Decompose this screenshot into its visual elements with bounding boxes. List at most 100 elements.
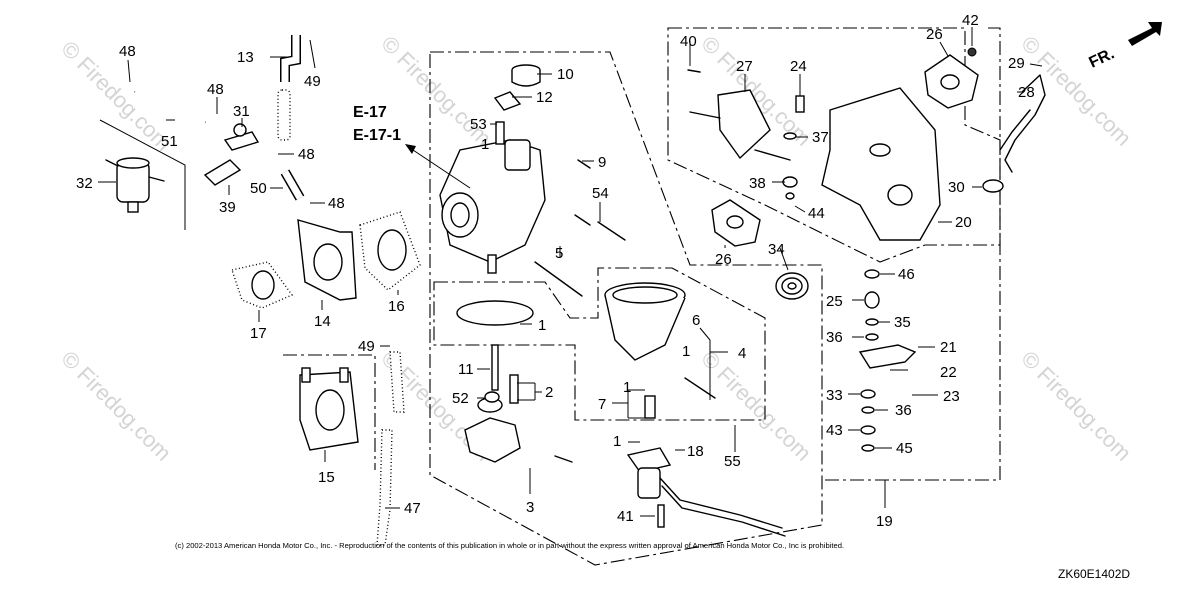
callout-number: 24 — [790, 58, 807, 75]
fuel-valve-31 — [203, 123, 260, 186]
callout-number: 10 — [557, 66, 574, 83]
callout-number: 49 — [358, 338, 375, 355]
reference-label: E-17-1 — [353, 127, 401, 144]
watermark-text: © Firedog.com — [696, 346, 816, 466]
callout-number: 14 — [314, 313, 331, 330]
reference-label: E-17 — [353, 104, 387, 121]
callout-number: 36 — [826, 329, 843, 346]
front-arrow-icon — [1128, 22, 1162, 46]
watermark-text: © Firedog.com — [56, 346, 176, 466]
callout-number: 51 — [161, 133, 178, 150]
fuel-filter — [105, 157, 165, 213]
callout-numbers: 1 1 1 1 1 2 3 4 5 6 7 9 10 11 12 13 14 1… — [76, 12, 1035, 530]
gasket-16 — [359, 211, 421, 291]
callout-number: 15 — [318, 469, 335, 486]
callout-number: 25 — [826, 293, 843, 310]
breather-tube-13 — [277, 35, 301, 141]
intake-group-bracket — [99, 119, 186, 230]
callout-number: 9 — [598, 154, 606, 171]
callout-number: 41 — [617, 508, 634, 525]
gasket-15 — [299, 367, 359, 451]
callout-number: 46 — [898, 266, 915, 283]
callout-number: 39 — [219, 199, 236, 216]
callout-number: 26 — [715, 251, 732, 268]
callout-number: 52 — [452, 390, 469, 407]
callout-number: 48 — [119, 43, 136, 60]
callout-number: 1 — [682, 343, 690, 360]
fuel-cut-solenoid-18 — [626, 447, 786, 537]
callout-number: 55 — [724, 453, 741, 470]
callout-number: 3 — [526, 499, 534, 516]
reference-arrow — [405, 144, 471, 189]
fuel-tube-50 — [280, 169, 305, 201]
callout-number: 34 — [768, 241, 785, 258]
callout-number: 28 — [1018, 84, 1035, 101]
callout-number: 42 — [962, 12, 979, 29]
callout-number: 1 — [538, 317, 546, 334]
callout-number: 29 — [1008, 55, 1025, 72]
drain-tube-47 — [376, 351, 405, 546]
callout-number: 7 — [598, 396, 606, 413]
gasket-ring-1 — [456, 300, 534, 326]
callout-number: 12 — [536, 89, 553, 106]
float-3 — [464, 397, 521, 463]
callout-number: 17 — [250, 325, 267, 342]
callout-number: 35 — [894, 314, 911, 331]
callout-number: 33 — [826, 387, 843, 404]
callout-number: 37 — [812, 129, 829, 146]
callout-number: 19 — [876, 513, 893, 530]
callout-number: 49 — [304, 73, 321, 90]
callout-number: 32 — [76, 175, 93, 192]
diagram-code: ZK60E1402D — [1058, 567, 1130, 581]
callout-number: 16 — [388, 298, 405, 315]
callout-number: 6 — [692, 312, 700, 329]
callout-number: 20 — [955, 214, 972, 231]
callout-number: 1 — [613, 433, 621, 450]
callout-number: 53 — [470, 116, 487, 133]
float-chamber-4 — [604, 282, 686, 361]
callout-number: 43 — [826, 422, 843, 439]
callout-number: 50 — [250, 180, 267, 197]
copyright-notice: (c) 2002-2013 American Honda Motor Co., … — [175, 541, 844, 550]
watermark-text: © Firedog.com — [56, 36, 176, 156]
callout-number: 38 — [749, 175, 766, 192]
callout-number: 26 — [926, 26, 943, 43]
watermark-text: © Firedog.com — [1016, 346, 1136, 466]
gasket-17 — [231, 261, 294, 309]
callout-number: 48 — [298, 146, 315, 163]
carburetor-body — [439, 139, 546, 274]
float-chamber-group-outline — [433, 267, 766, 421]
callout-number: 27 — [736, 58, 753, 75]
spring-28 — [999, 74, 1046, 173]
control-base-20 — [821, 87, 941, 241]
insulator-14 — [297, 219, 357, 301]
pulley-34 — [775, 272, 809, 300]
callout-number: 44 — [808, 205, 825, 222]
callout-number: 21 — [940, 339, 957, 356]
fuel-tube-51 — [133, 89, 207, 125]
carburetor-group-outline — [429, 51, 823, 566]
callout-number: 47 — [404, 500, 421, 517]
callout-number: 36 — [895, 402, 912, 419]
gasket-group-outline — [283, 354, 376, 470]
callout-number: 40 — [680, 33, 697, 50]
callout-number: 13 — [237, 49, 254, 66]
callout-number: 4 — [738, 345, 746, 362]
governor-group-outline — [822, 27, 1001, 481]
front-label: FR. — [1087, 45, 1118, 71]
callout-number: 48 — [207, 81, 224, 98]
front-direction-indicator: FR. — [1087, 22, 1162, 72]
gasket-26b — [711, 199, 761, 247]
callout-number: 11 — [458, 361, 474, 378]
callout-number: 5 — [555, 245, 563, 262]
callout-number: 30 — [948, 179, 965, 196]
callout-number: 54 — [592, 185, 609, 202]
callout-number: 48 — [328, 195, 345, 212]
callout-number: 1 — [481, 136, 489, 153]
callout-number: 18 — [687, 443, 704, 460]
callout-number: 23 — [943, 388, 960, 405]
callout-number: 31 — [233, 103, 250, 120]
gasket-26a — [924, 54, 979, 109]
